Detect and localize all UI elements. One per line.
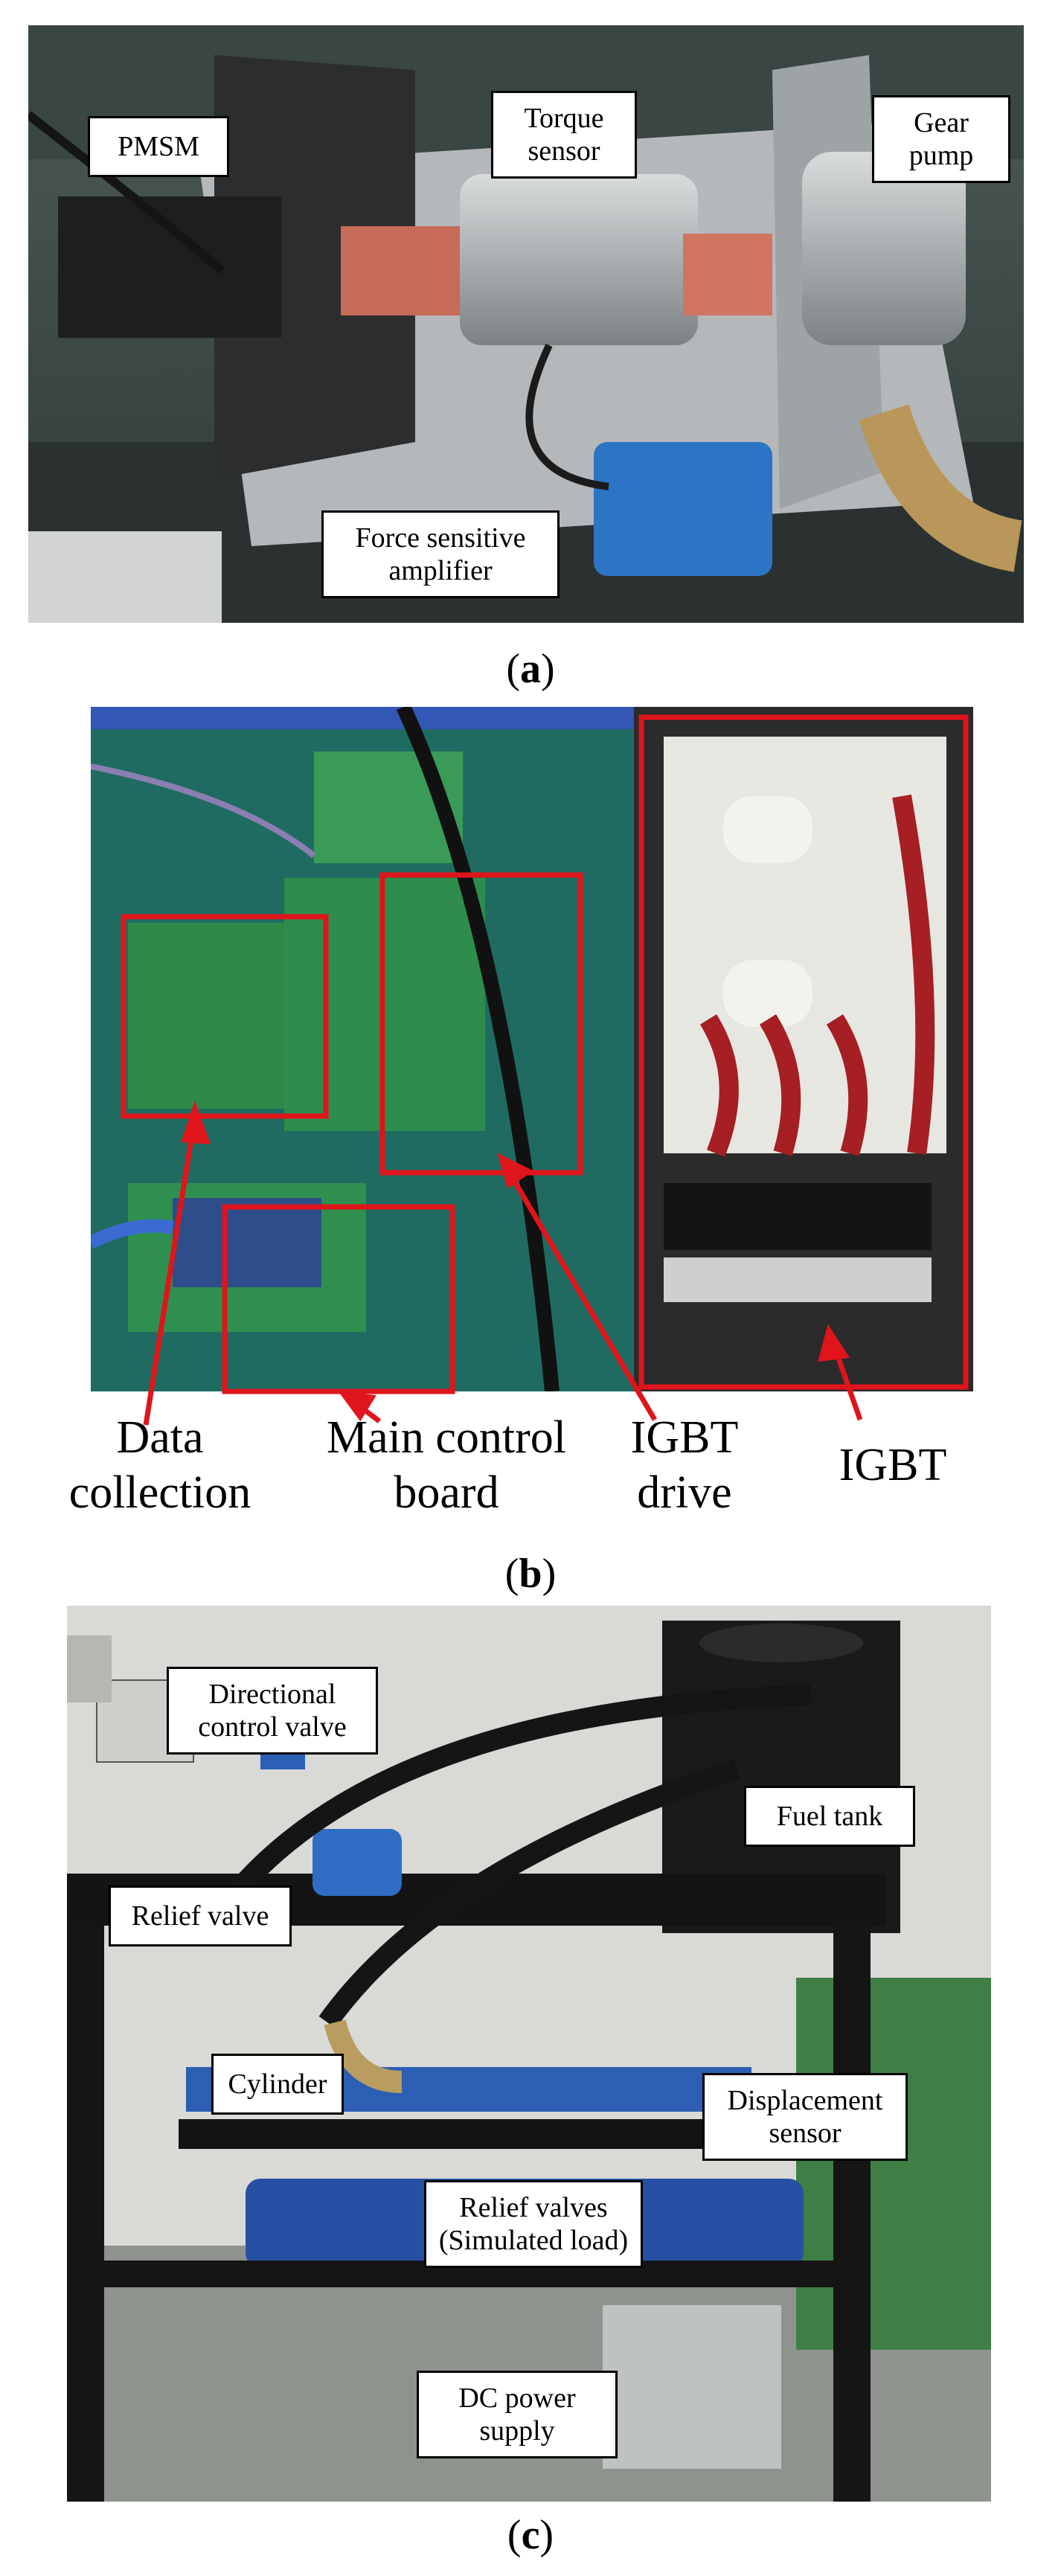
label-fuel-tank: Fuel tank [744,1786,915,1847]
photo-panel-b [91,707,973,1391]
label-cylinder: Cylinder [211,2054,344,2115]
label-torque-sensor: Torque sensor [491,91,637,179]
caption-panel-c: (c) [507,2512,554,2558]
caption-panel-a: (a) [506,646,555,692]
label-relief-valves-simulated-load: Relief valves (Simulated load) [424,2180,643,2268]
controller-boards-photo [91,707,973,1391]
label-force-sensitive-amplifier: Force sensitive amplifier [321,510,560,598]
label-directional-control-valve: Directional control valve [167,1667,378,1755]
label-data-collection: Data collection [68,1412,251,1518]
label-main-control-board: Main control board [327,1412,566,1518]
caption-panel-b: (b) [504,1551,557,1597]
label-dc-power-supply: DC power supply [417,2371,618,2458]
label-pmsm: PMSM [88,116,229,177]
label-displacement-sensor: Displacement sensor [702,2073,908,2161]
label-igbt-drive: IGBT drive [630,1412,739,1518]
label-igbt: IGBT [839,1440,947,1490]
label-relief-valve: Relief valve [109,1885,292,1947]
label-gear-pump: Gear pump [872,95,1010,183]
